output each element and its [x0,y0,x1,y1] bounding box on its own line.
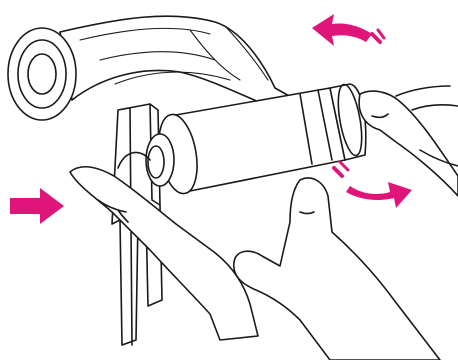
curved-arm [7,15,301,121]
hand-left [69,165,259,341]
push-arrow [10,188,64,224]
rotate-down-arrow [332,160,412,208]
rotate-up-arrow [312,14,386,46]
cylindrical-roller [117,83,367,195]
hand-right [232,85,458,360]
